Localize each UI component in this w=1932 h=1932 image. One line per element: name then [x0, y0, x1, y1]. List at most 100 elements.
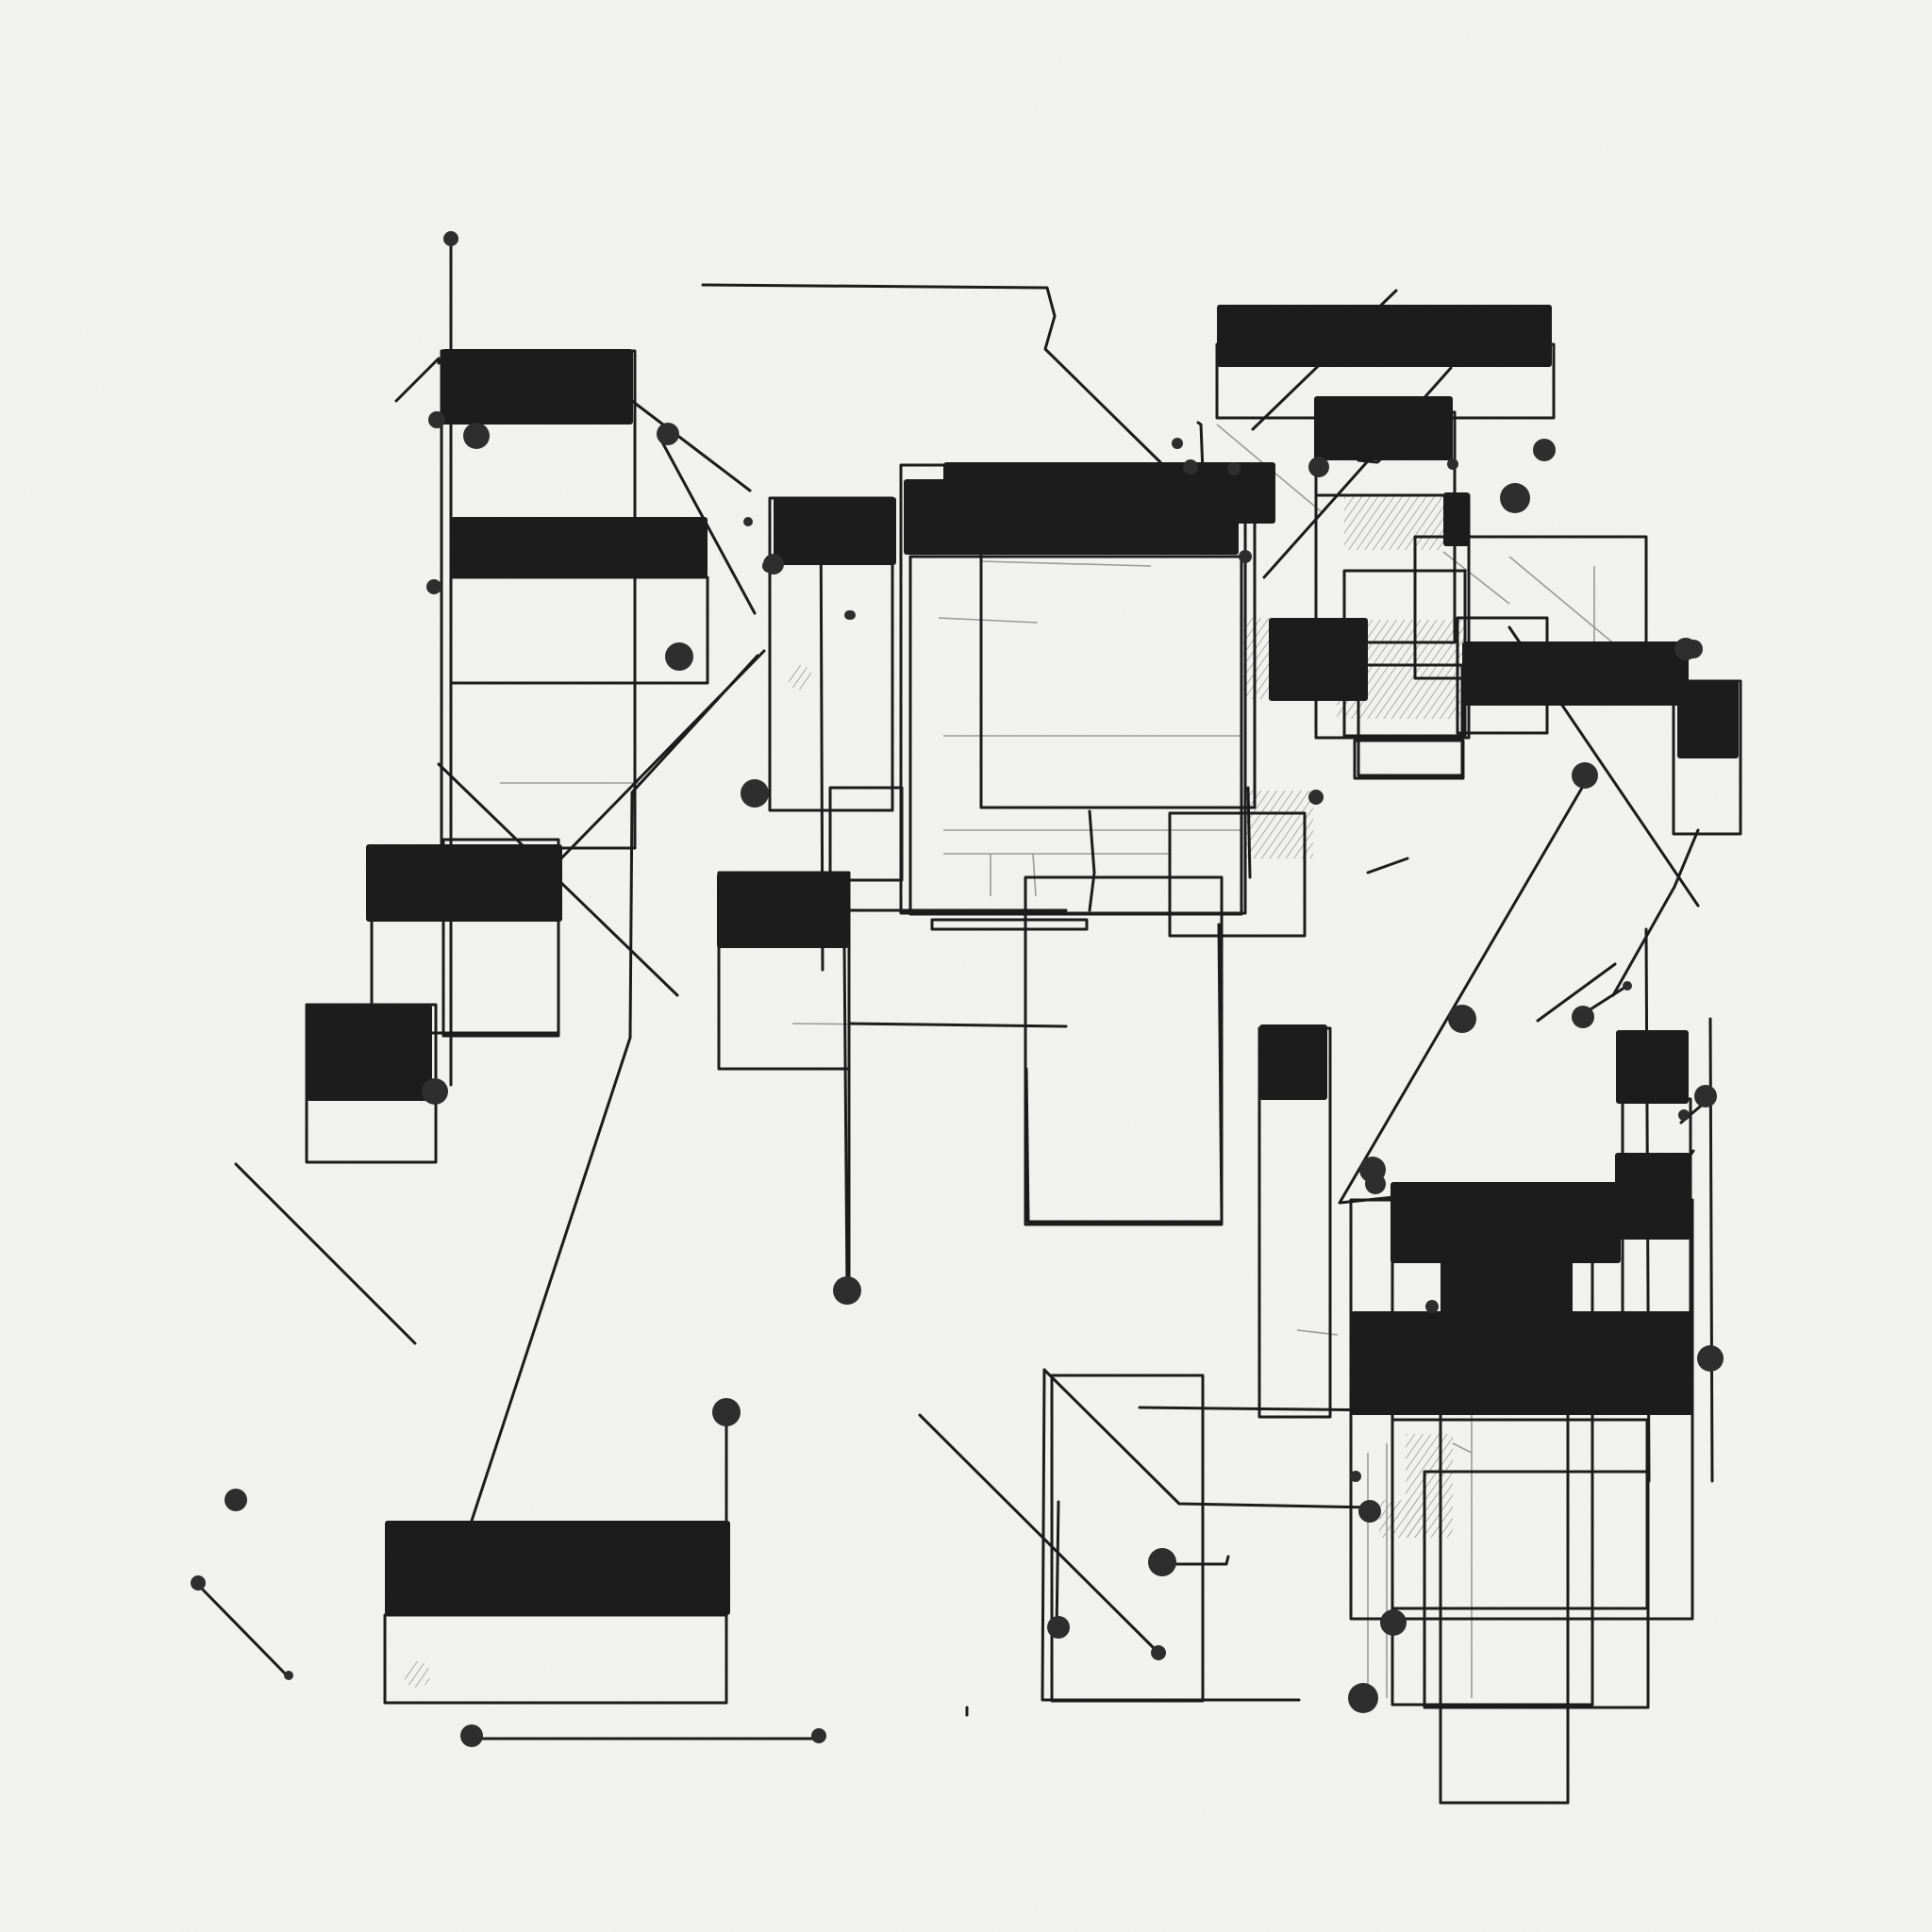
ink-dot-0 — [443, 231, 458, 246]
faint-line-13 — [1452, 1442, 1473, 1454]
outline-box-31 — [828, 786, 904, 882]
outline-box-9 — [930, 918, 1089, 931]
ink-dot-14 — [1239, 550, 1252, 563]
ink-line-4 — [701, 283, 1162, 464]
ink-line-31 — [196, 1583, 290, 1678]
ink-line-41 — [1366, 857, 1409, 874]
ink-line-14 — [847, 1022, 1068, 1028]
ink-dot-43 — [1348, 1683, 1378, 1713]
ink-dot-18 — [1533, 439, 1556, 461]
ink-dot-28 — [1697, 1345, 1724, 1372]
filled-bar-3 — [717, 873, 849, 948]
filled-bar-13 — [1677, 681, 1739, 758]
ink-dot-2 — [428, 411, 445, 428]
outline-box-18 — [1353, 739, 1465, 780]
ink-dot-44 — [1358, 1500, 1381, 1523]
outline-box-30 — [1050, 1374, 1205, 1703]
filled-bar-19 — [1615, 1153, 1690, 1240]
ink-dot-9 — [762, 559, 775, 573]
ink-line-1 — [394, 357, 441, 403]
filled-bar-8 — [1217, 305, 1552, 367]
hatch-disc-1 — [404, 1661, 430, 1688]
ink-dot-11 — [1172, 438, 1183, 449]
ink-dot-16 — [1447, 458, 1458, 470]
ink-dot-13 — [1227, 462, 1241, 475]
faint-line-1 — [938, 617, 1039, 624]
ink-line-17 — [1246, 786, 1252, 879]
ink-dot-31 — [833, 1276, 861, 1305]
filled-bar-5 — [774, 497, 896, 565]
ink-dot-5 — [426, 579, 441, 594]
filled-bar-11 — [1269, 618, 1368, 701]
ink-line-23 — [1536, 962, 1617, 1023]
ink-dot-37 — [460, 1724, 483, 1747]
filled-bar-1 — [451, 517, 708, 577]
ink-dot-19 — [1572, 762, 1598, 789]
ink-line-30 — [234, 1162, 417, 1345]
ink-line-20 — [1611, 828, 1700, 997]
ink-line-36 — [1042, 1368, 1374, 1509]
ink-dot-35 — [191, 1575, 206, 1591]
filled-bar-14 — [1259, 1024, 1327, 1100]
hatch-panel-0 — [1344, 495, 1443, 550]
hatch-panel-6 — [1379, 1500, 1424, 1538]
filled-bar-10 — [1443, 492, 1470, 546]
ink-dot-4 — [743, 517, 753, 526]
ink-dot-46 — [1308, 790, 1324, 805]
ink-line-27 — [470, 654, 759, 1523]
ink-dot-30 — [741, 779, 769, 808]
ink-line-37 — [1055, 1500, 1060, 1634]
ink-dot-36 — [284, 1671, 293, 1680]
ink-dot-29 — [1678, 1109, 1690, 1121]
ink-dot-27 — [1694, 1085, 1717, 1108]
ink-dot-3 — [657, 423, 679, 445]
ink-dot-39 — [1148, 1548, 1176, 1576]
hatch-panel-3 — [1245, 791, 1313, 858]
ink-dot-12 — [1183, 459, 1198, 475]
ink-line-16 — [1088, 809, 1096, 912]
ink-dot-10 — [844, 610, 854, 620]
ink-line-35 — [1041, 1368, 1301, 1702]
ink-dot-26 — [1365, 1174, 1386, 1194]
ink-dot-34 — [225, 1489, 247, 1511]
ink-dot-15 — [1308, 457, 1329, 477]
ink-dot-40 — [1047, 1616, 1070, 1639]
ink-dot-47 — [1425, 1300, 1439, 1313]
ink-dot-33 — [712, 1398, 741, 1426]
outline-box-8 — [908, 555, 1243, 916]
ink-line-28 — [555, 649, 766, 865]
filled-bar-9 — [1314, 396, 1453, 460]
faint-line-2 — [980, 560, 1152, 567]
filled-bar-17 — [1351, 1311, 1692, 1415]
ink-dot-45 — [1350, 1471, 1361, 1482]
ink-line-38 — [1163, 1555, 1230, 1566]
ink-dot-6 — [665, 642, 693, 671]
filled-bar-7 — [943, 462, 1275, 524]
ink-dots — [191, 231, 1724, 1747]
filled-bar-0 — [441, 349, 633, 425]
ink-dot-22 — [1448, 1005, 1476, 1033]
outline-box-28 — [1391, 1418, 1649, 1610]
ink-dot-23 — [1572, 1006, 1594, 1028]
outline-box-10 — [1024, 875, 1224, 1226]
filled-bars — [307, 305, 1739, 1615]
faint-line-6 — [1032, 853, 1037, 897]
ink-line-34 — [918, 1413, 1160, 1655]
filled-bar-20 — [385, 1521, 730, 1615]
ink-dot-1 — [463, 423, 490, 449]
hatch-panel-2 — [1243, 618, 1272, 699]
ink-line-5 — [1196, 421, 1205, 474]
filled-bar-15 — [1391, 1182, 1621, 1263]
outline-box-16 — [1357, 663, 1464, 777]
ink-dot-32 — [422, 1078, 448, 1105]
filled-bar-18 — [1616, 1030, 1689, 1104]
ink-dot-42 — [1380, 1609, 1407, 1636]
ink-dot-21 — [1684, 640, 1703, 658]
ink-line-13 — [842, 941, 849, 1292]
ink-dot-24 — [1623, 981, 1632, 991]
filled-bar-2 — [366, 844, 562, 922]
outline-box-19 — [1168, 811, 1307, 938]
